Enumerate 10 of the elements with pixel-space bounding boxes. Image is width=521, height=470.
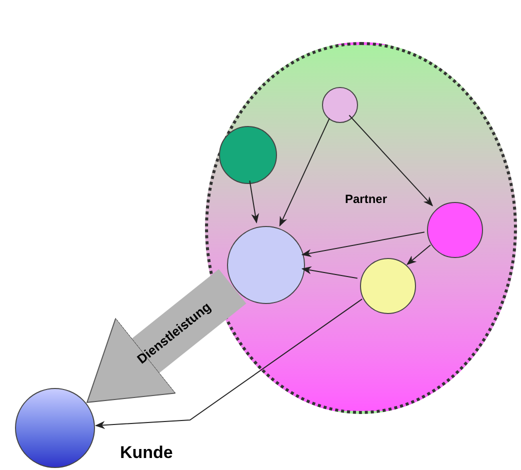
arrow xyxy=(348,114,434,206)
arrow xyxy=(301,266,358,279)
arrow xyxy=(249,180,260,224)
arrow xyxy=(301,232,425,257)
arrow xyxy=(406,244,432,266)
group-label: Partner xyxy=(345,191,388,208)
block-arrow xyxy=(86,269,246,403)
arrow xyxy=(279,118,330,227)
node-caption: Kunde xyxy=(120,442,173,464)
arrow xyxy=(94,298,363,430)
